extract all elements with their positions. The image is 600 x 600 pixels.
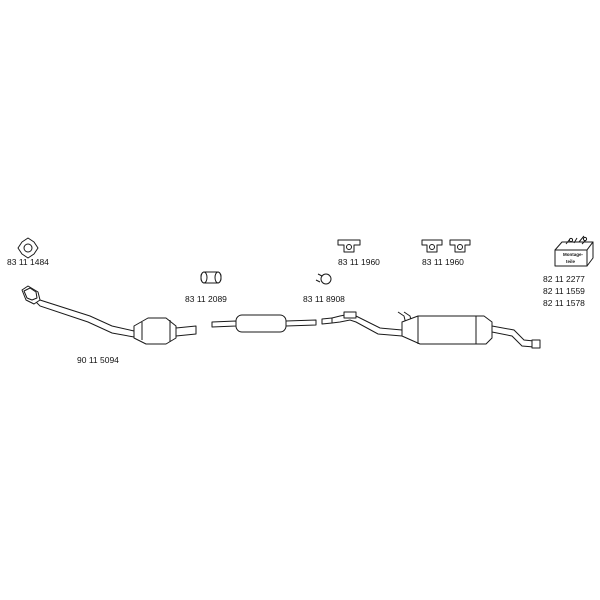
mounting-kit[interactable] (554, 235, 594, 267)
rear-pipe-silencer[interactable] (321, 311, 541, 349)
kit-number-3: 82 11 1578 (543, 298, 585, 308)
front-pipe-catalyst-label: 90 11 5094 (77, 355, 119, 365)
mounting-kit-label-2: teile (566, 259, 576, 264)
kit-number-2: 82 11 1559 (543, 286, 585, 296)
middle-pipe-silencer[interactable] (211, 314, 317, 333)
hanger-rear-label: 83 11 1960 (422, 257, 464, 267)
mounting-kit-label-1: Montage- (563, 252, 583, 257)
front-pipe-catalyst[interactable] (21, 285, 197, 345)
clamp-front-label: 83 11 2089 (185, 294, 227, 304)
clamp-rear-label: 83 11 8908 (303, 294, 345, 304)
hanger-middle-label: 83 11 1960 (338, 257, 380, 267)
hanger-rear-2[interactable] (449, 239, 471, 253)
hanger-rear-1[interactable] (421, 239, 443, 253)
gasket-front[interactable] (17, 237, 39, 259)
clamp-front[interactable] (200, 271, 222, 284)
gasket-front-label: 83 11 1484 (7, 257, 49, 267)
hanger-middle[interactable] (337, 239, 361, 253)
kit-number-1: 82 11 2277 (543, 274, 585, 284)
clamp-rear[interactable] (315, 273, 332, 285)
